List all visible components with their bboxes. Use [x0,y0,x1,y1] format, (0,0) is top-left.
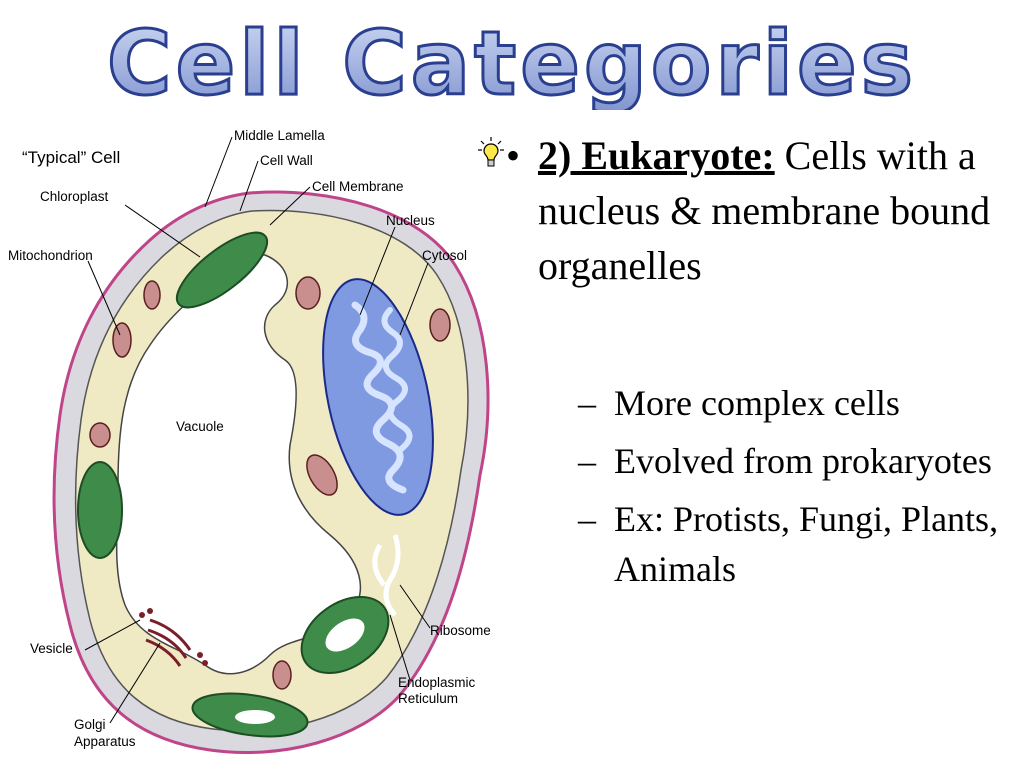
vesicle-4 [202,660,208,666]
label-chloroplast: Chloroplast [40,189,109,204]
title-svg: Cell Categories [105,11,917,117]
label-vacuole: Vacuole [176,419,224,434]
label-middle-lamella: Middle Lamella [234,128,325,143]
chloroplast-1 [175,231,269,309]
chloroplast-4-inner [235,710,275,724]
cell-diagram-svg: “Typical” Cell Middle Lamella Cell Wall … [8,128,491,754]
slide-title: Cell Categories [107,12,917,110]
label-er-line2: Reticulum [398,691,458,706]
sub-bullet: –More complex cells [578,378,1018,428]
sub-bullet-text: Evolved from prokaryotes [614,441,992,481]
lightbulb-icon [478,137,504,167]
golgi-apparatus [145,618,192,667]
vesicle-1 [139,612,145,618]
mitochondrion-5 [429,308,451,342]
nucleus-chromatin [351,301,407,494]
endoplasmic-reticulum [372,534,401,617]
label-mitochondrion: Mitochondrion [8,248,93,263]
mitochondrion-7 [272,660,292,690]
sub-bullet-text: Ex: Protists, Fungi, Plants, Animals [614,499,999,589]
label-cytosol: Cytosol [422,248,467,263]
chloroplast-3-inner [325,618,365,652]
label-cell-wall: Cell Wall [260,153,313,168]
nucleus-chromatin-2 [381,307,413,453]
label-golgi-line1: Golgi [74,717,106,732]
label-nucleus: Nucleus [386,213,435,228]
label-cell-membrane: Cell Membrane [312,179,404,194]
mitochondrion-3 [89,422,111,448]
main-bullet: • 2) Eukaryote: Cells with a nucleus & me… [506,128,1008,293]
vesicle-2 [147,608,153,614]
bullet-text: Cells with a nucleus & membrane bound or… [538,133,991,288]
label-golgi-line2: Apparatus [74,734,136,749]
sub-bullet: –Evolved from prokaryotes [578,436,1018,486]
title-area: Cell Categories [0,10,1024,117]
bullet-heading: 2) Eukaryote: [538,133,775,178]
sub-bullet: –Ex: Protists, Fungi, Plants, Animals [578,494,1018,594]
mitochondrion-6 [306,454,338,496]
sub-bullet-text: More complex cells [614,383,900,423]
label-er-line1: Endoplasmic [398,675,476,690]
cell-diagram: “Typical” Cell Middle Lamella Cell Wall … [0,115,520,765]
mitochondrion-1 [112,322,132,358]
leader-lines [84,136,431,724]
vesicle-3 [197,652,203,658]
label-vesicle: Vesicle [30,641,73,656]
mitochondrion-2 [143,280,161,310]
dash-marker: – [578,441,596,481]
mitochondrion-4 [295,276,321,310]
vacuole [115,253,362,675]
sub-bullet-list: –More complex cells –Evolved from prokar… [578,378,1018,602]
chloroplast-2 [77,461,123,559]
diagram-heading: “Typical” Cell [22,148,120,167]
dash-marker: – [578,499,596,539]
dash-marker: – [578,383,596,423]
bullet-dot: • [506,133,521,178]
label-ribosome: Ribosome [430,623,491,638]
